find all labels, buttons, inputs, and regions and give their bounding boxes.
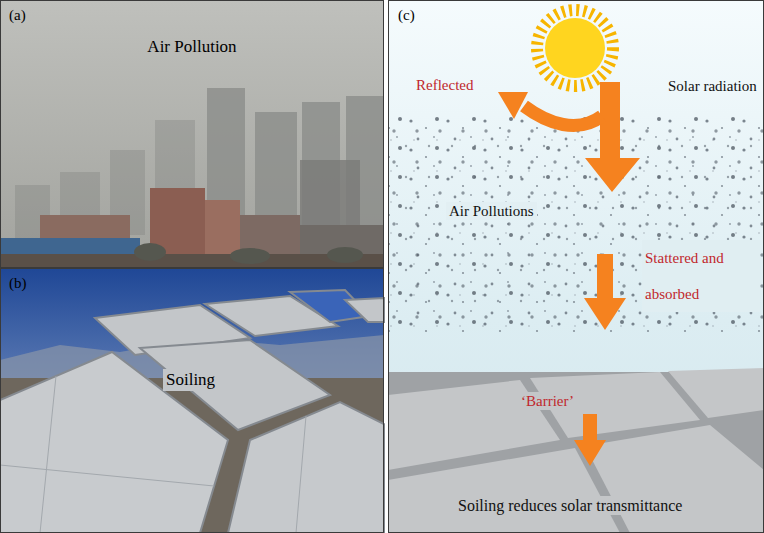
pollution-particles xyxy=(388,120,764,330)
panel-caption: Air Pollution xyxy=(1,37,383,57)
soiled-panels xyxy=(388,368,764,533)
figure-panel: (a) Air Pollution xyxy=(0,0,384,268)
figure-panel: (b) Soiling xyxy=(0,268,384,533)
sun xyxy=(545,18,605,78)
solar-panel-photo xyxy=(0,268,384,533)
haze-sky xyxy=(0,0,384,268)
annotation-label: Stattered and absorbed xyxy=(642,240,760,312)
process-illustration xyxy=(388,0,764,533)
annotation-label: Solar radiation xyxy=(668,77,757,95)
blue-roof xyxy=(0,238,140,256)
panel-letter: (c) xyxy=(398,6,415,24)
sun-rays xyxy=(537,10,613,86)
annotation-label: Soiling reduces solar transmittance xyxy=(455,496,685,515)
annotation-label: Air Pollutions xyxy=(446,202,537,220)
smog-photo xyxy=(0,0,384,268)
panel-letter: (a) xyxy=(9,6,26,24)
panel-caption: Soiling xyxy=(163,369,218,391)
panel-letter: (b) xyxy=(9,274,27,292)
blue-sky xyxy=(0,268,384,533)
annotation-label: ‘Barrier’ xyxy=(518,392,577,410)
panel-grid xyxy=(0,376,306,533)
light-sky xyxy=(388,0,764,533)
pollution-particles xyxy=(388,112,764,337)
radiation-arrows xyxy=(498,82,640,466)
street xyxy=(0,254,384,268)
annotation-label: Reflected xyxy=(416,76,473,94)
panels xyxy=(0,290,384,533)
trees xyxy=(134,243,363,264)
